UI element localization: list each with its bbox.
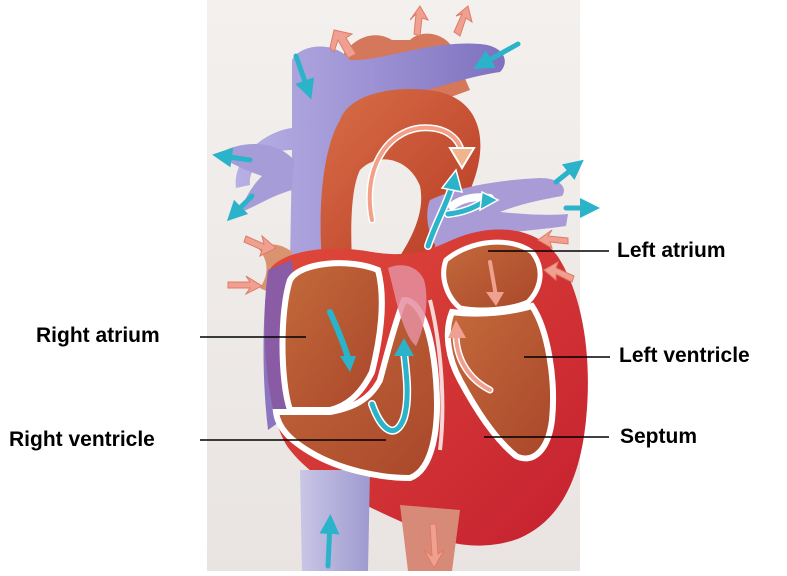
label-septum: Septum xyxy=(620,425,697,449)
inferior-vena-cava xyxy=(300,470,370,571)
label-right-atrium: Right atrium xyxy=(36,324,160,348)
label-left-ventricle: Left ventricle xyxy=(619,344,750,368)
label-left-atrium: Left atrium xyxy=(617,239,726,263)
label-right-ventricle: Right ventricle xyxy=(9,428,155,452)
